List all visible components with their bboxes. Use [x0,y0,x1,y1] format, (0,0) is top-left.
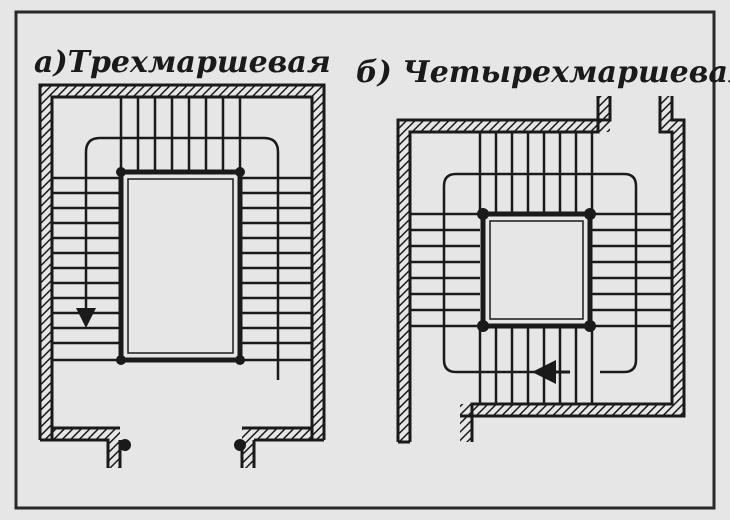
top-flight [119,97,242,172]
stair-well-inner [127,178,234,354]
column-dot [584,208,596,220]
diagram-a-walls [40,85,324,468]
door-hinge-dot [234,439,246,451]
wall-inner-edge [408,96,600,442]
bottom-flight [478,326,594,404]
wall-left [398,120,410,442]
stair-well [480,211,593,329]
wall-bottom-right [242,428,324,440]
column-dot [116,355,126,365]
door-jamb-right [242,428,254,468]
diagram-a-caption: а)Трехмаршевая [34,45,331,80]
wall-left [40,85,52,440]
door-edge-right [240,426,324,468]
wall-bottom-jamb [460,404,472,442]
wall-bottom [460,404,684,416]
diagram-b-walls [398,96,684,442]
wall-right-outer [460,96,686,418]
door-jamb-left [108,428,120,468]
walking-line-arrow [76,136,280,380]
column-dot [477,208,489,220]
column-dot [235,355,245,365]
stair-well [118,169,243,363]
right-flight [592,212,672,328]
wall-right-edge [470,96,674,442]
column-dot [235,167,245,177]
column-dot [477,320,489,332]
wall-top-jamb [598,96,610,132]
wall-right-jamb [660,96,672,132]
wall-right [312,85,324,440]
stair-well-inner [489,220,584,320]
wall-top [398,120,610,132]
diagram-b-caption: б) Четырехмаршевая [356,55,730,90]
wall-outer-edge [396,96,612,442]
diagram-b: б) Четырехмаршевая [356,55,730,444]
wall-outer-edge [38,83,326,440]
wall-right [672,120,684,416]
column-dot [584,320,596,332]
wall-top [40,85,324,97]
walking-line-loop [442,172,638,374]
door-hinge-dot [119,439,131,451]
right-flight [240,176,312,362]
wall-bottom-left [40,428,120,440]
outer-frame [14,10,716,510]
diagram-b-wall-lines [396,96,686,444]
column-dot [116,167,126,177]
diagram-a: а)Трехмаршевая [34,45,331,468]
